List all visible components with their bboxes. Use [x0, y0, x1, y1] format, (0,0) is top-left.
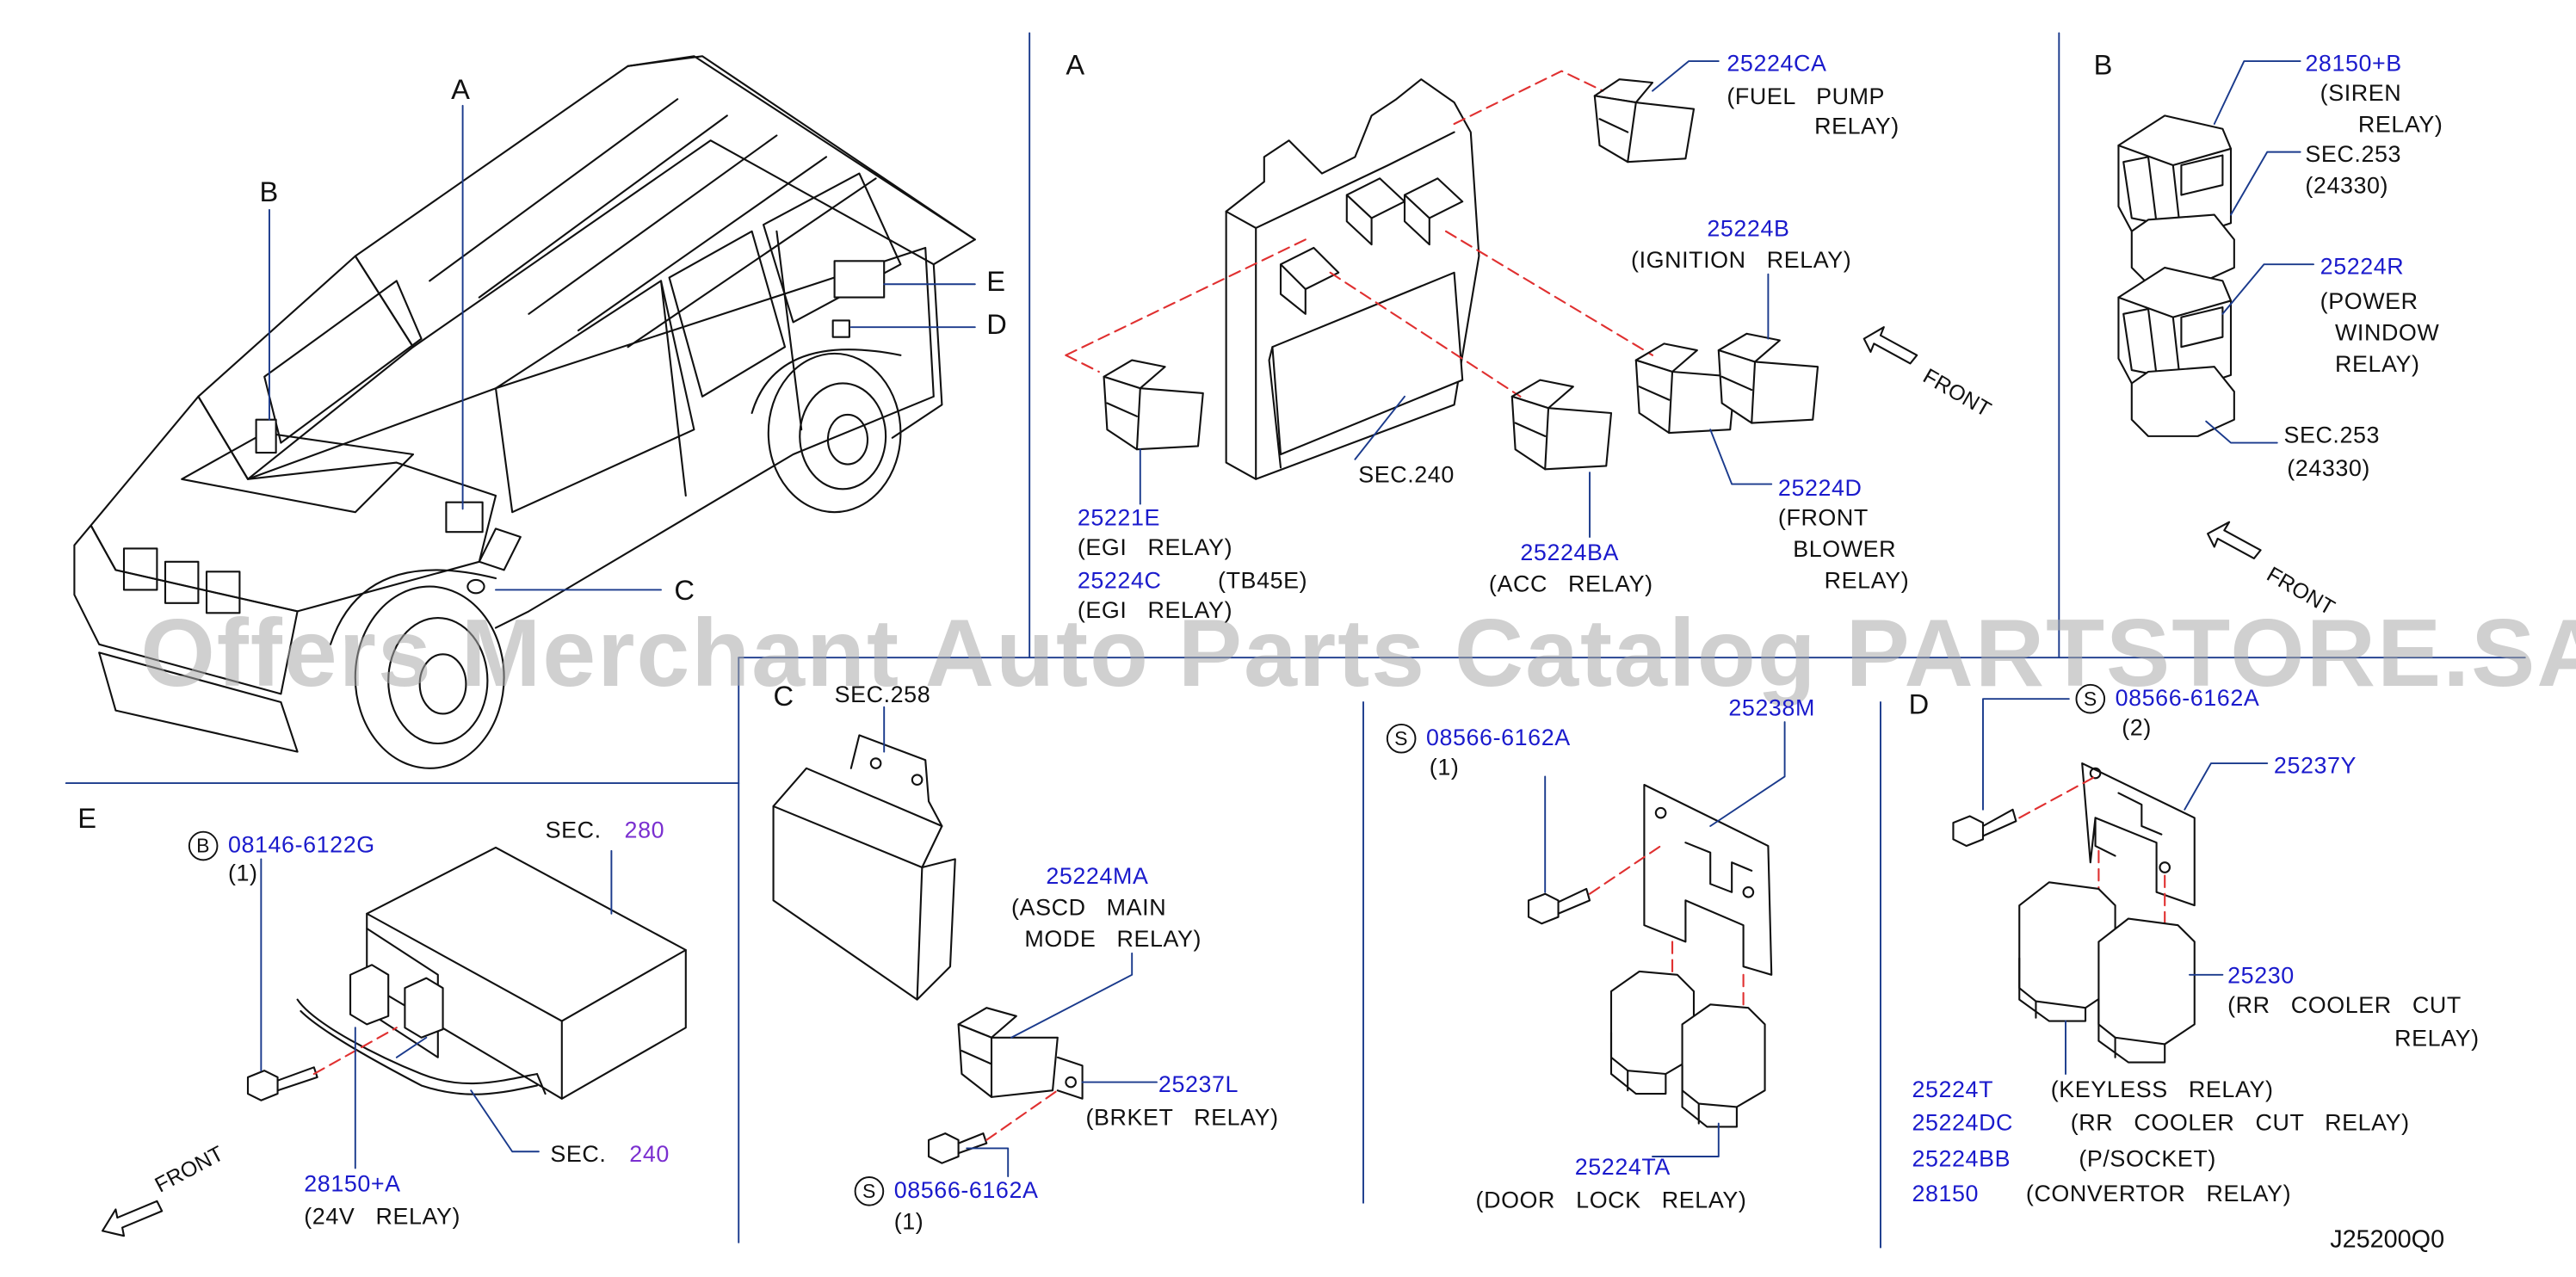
callout-screw-d: S 08566-6162A — [2075, 683, 2260, 715]
panel-label-b: B — [2093, 49, 2113, 82]
note-tb45e: (TB45E) — [1218, 566, 1308, 594]
watermark: Offers Merchant Auto Parts Catalog PARTS… — [140, 599, 2576, 707]
callout-screw-c: S 08566-6162A — [854, 1176, 1039, 1207]
desc-power: (POWER — [2320, 287, 2418, 314]
pn-25221e[interactable]: 25221E — [1077, 503, 1160, 531]
badge-s-mid: S — [1386, 724, 1417, 755]
pn-28150-a[interactable]: 28150+A — [304, 1169, 401, 1197]
qty-screw-mid: (1) — [1429, 753, 1460, 780]
front-arrow-a — [1863, 326, 1918, 365]
panel-a-artwork — [1065, 60, 1918, 538]
pn-08566-6162a-mid[interactable]: 08566-6162A — [1425, 723, 1571, 750]
pn-25224b[interactable]: 25224B — [1707, 214, 1790, 242]
relay-25221E — [1103, 359, 1204, 451]
sec-253-b-num: (24330) — [2287, 454, 2370, 481]
sec-240-a: SEC.240 — [1358, 460, 1455, 488]
callout-a: A — [451, 74, 471, 106]
desc-p-socket: (P/SOCKET) — [2079, 1144, 2216, 1172]
pn-25224t[interactable]: 25224T — [1912, 1075, 1994, 1102]
desc-convertor-relay: (CONVERTOR RELAY) — [2025, 1179, 2292, 1206]
callout-screw-mid: S 08566-6162A — [1386, 723, 1571, 755]
sec-253-a-num: (24330) — [2305, 171, 2389, 199]
desc-ignition: (IGNITION RELAY) — [1631, 246, 1852, 273]
desc-blower: BLOWER — [1793, 535, 1897, 562]
pn-25224c[interactable]: 25224C — [1077, 566, 1162, 594]
sec-258: SEC.258 — [834, 681, 931, 707]
panel-label-c: C — [773, 681, 794, 713]
sec-253-b: SEC.253 — [2283, 421, 2381, 448]
pn-25224d[interactable]: 25224D — [1777, 474, 1863, 501]
pn-28150[interactable]: 28150 — [1912, 1179, 1980, 1206]
desc-egi-1: (EGI RELAY) — [1077, 534, 1233, 560]
callout-bolt-e: B 08146-6122G — [188, 831, 375, 861]
desc-siren: (SIREN — [2320, 79, 2402, 106]
panel-label-e: E — [77, 803, 97, 835]
pn-25224r[interactable]: 25224R — [2320, 252, 2405, 280]
panel-label-a: A — [1066, 49, 1085, 82]
pn-25237l[interactable]: 25237L — [1158, 1070, 1239, 1097]
badge-b: B — [188, 831, 219, 861]
desc-brket-relay: (BRKET RELAY) — [1085, 1103, 1279, 1131]
sec-280: SEC.280 — [545, 816, 665, 843]
front-arrow-e — [101, 1200, 164, 1237]
desc-24v-relay: (24V RELAY) — [304, 1202, 461, 1230]
pn-25230[interactable]: 25230 — [2227, 961, 2295, 989]
desc-window: WINDOW — [2334, 318, 2440, 346]
desc-fuel-pump-relay: RELAY) — [1814, 112, 1900, 139]
desc-window-relay: RELAY) — [2334, 350, 2420, 377]
desc-rr-cooler-relay: RELAY) — [2394, 1024, 2480, 1052]
callout-d: D — [986, 309, 1008, 341]
pn-25224ca[interactable]: 25224CA — [1727, 49, 1827, 77]
pn-25224ba[interactable]: 25224BA — [1520, 538, 1620, 565]
pn-25224ma[interactable]: 25224MA — [1046, 862, 1149, 889]
panel-label-d: D — [1908, 688, 1930, 721]
callout-b: B — [259, 176, 279, 208]
pn-25238m[interactable]: 25238M — [1728, 694, 1815, 721]
pn-25237y[interactable]: 25237Y — [2273, 751, 2357, 779]
panel-b-artwork — [2117, 60, 2314, 560]
relay-25224BA — [1510, 379, 1613, 471]
desc-ascd-main: (ASCD MAIN — [1011, 893, 1167, 921]
desc-fuel-pump: (FUEL PUMP — [1727, 83, 1886, 109]
sec-240-e: SEC.240 — [550, 1139, 670, 1167]
panel-mid-artwork — [1527, 721, 1786, 1157]
panel-dividers — [65, 32, 2526, 1249]
pn-08566-6162a-d[interactable]: 08566-6162A — [2115, 683, 2260, 711]
vehicle-illustration — [73, 55, 976, 769]
callout-c: C — [674, 575, 695, 607]
pn-28150-b[interactable]: 28150+B — [2305, 49, 2402, 77]
qty-bolt-e: (1) — [227, 859, 258, 886]
badge-s-c: S — [854, 1176, 885, 1207]
sec-253-a: SEC.253 — [2305, 140, 2402, 167]
relay-25224B — [1717, 332, 1819, 424]
pn-25224bb[interactable]: 25224BB — [1912, 1144, 2011, 1172]
callout-e: E — [986, 266, 1006, 298]
desc-blower-relay: RELAY) — [1824, 566, 1910, 594]
pn-25224ta[interactable]: 25224TA — [1574, 1153, 1671, 1180]
relay-25224D — [1634, 342, 1737, 435]
desc-mode-relay: MODE RELAY) — [1024, 925, 1202, 952]
panel-c-artwork — [772, 706, 1158, 1177]
panel-d-artwork — [1952, 698, 2269, 1075]
qty-screw-c: (1) — [893, 1207, 924, 1235]
desc-door-lock-relay: (DOOR LOCK RELAY) — [1475, 1186, 1747, 1213]
desc-egi-2: (EGI RELAY) — [1077, 596, 1233, 623]
pn-08566-6162a-c[interactable]: 08566-6162A — [893, 1176, 1039, 1203]
panel-e-artwork — [101, 846, 687, 1237]
desc-rr-cooler-cut: (RR COOLER CUT — [2227, 991, 2462, 1018]
desc-front: (FRONT — [1777, 503, 1869, 531]
pn-08146-6122g[interactable]: 08146-6122G — [227, 830, 375, 858]
relay-25224CA — [1593, 78, 1696, 163]
qty-screw-d: (2) — [2122, 713, 2152, 741]
pn-25224dc[interactable]: 25224DC — [1912, 1108, 2014, 1136]
front-arrow-b — [2207, 521, 2262, 560]
desc-rr-cooler-cut-relay: (RR COOLER CUT RELAY) — [2070, 1108, 2410, 1136]
badge-s-d: S — [2075, 684, 2106, 715]
desc-siren-relay: RELAY) — [2357, 110, 2443, 138]
diagram-code: J25200Q0 — [2330, 1225, 2445, 1255]
desc-keyless-relay: (KEYLESS RELAY) — [2050, 1075, 2274, 1102]
desc-acc: (ACC RELAY) — [1488, 570, 1653, 597]
